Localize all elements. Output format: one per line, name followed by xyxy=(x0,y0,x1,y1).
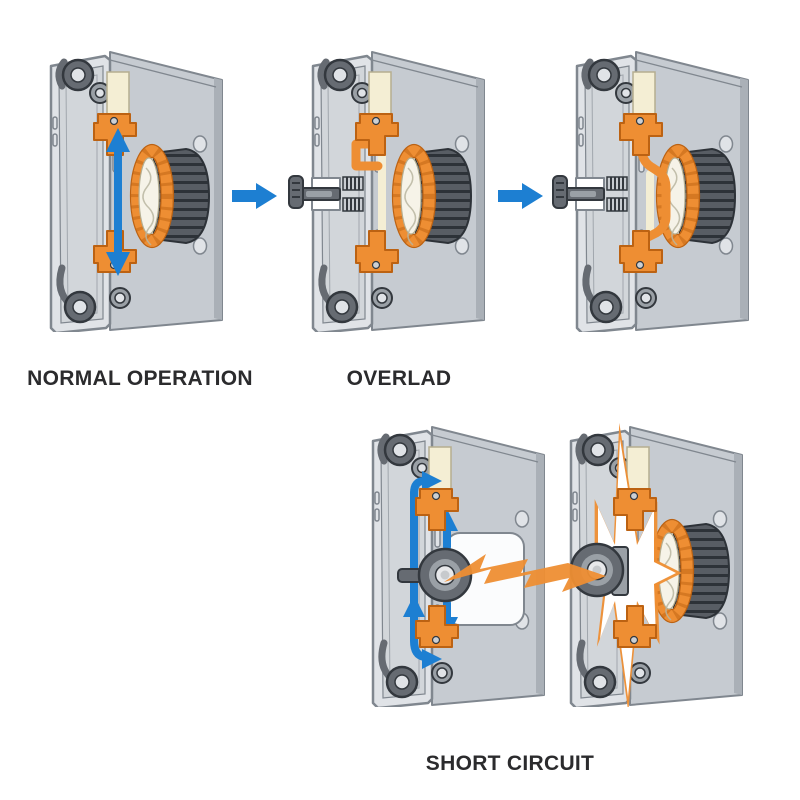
stage-label-normal-operation: NORMAL OPERATION xyxy=(27,367,253,390)
breaker-overload-illustration xyxy=(288,22,498,332)
current-path-arrows xyxy=(403,471,458,669)
arc-chute xyxy=(393,145,472,248)
lightning-bolt-icon xyxy=(444,554,606,592)
flow-arrow-icon xyxy=(232,183,277,209)
breaker-arc-flash-illustration xyxy=(526,422,756,707)
arc-chute xyxy=(131,145,210,248)
stage-label-short-circuit: SHORT CIRCUIT xyxy=(425,752,595,775)
breaker-normal-illustration xyxy=(6,22,236,332)
current-path-arrow xyxy=(106,128,130,276)
stage-label-overload: OVERLAD xyxy=(346,367,452,390)
flow-arrow-icon xyxy=(498,183,543,209)
breaker-tripped-illustration xyxy=(552,22,762,332)
breaker-short-circuit-coil-illustration xyxy=(328,397,558,707)
